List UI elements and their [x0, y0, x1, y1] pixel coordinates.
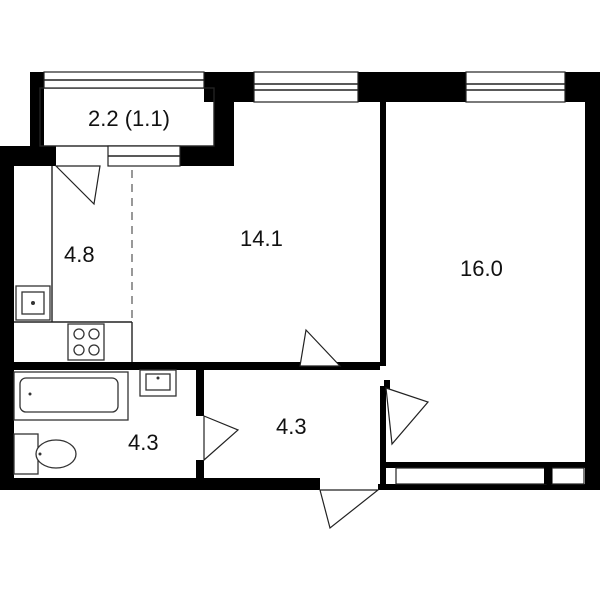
bathroom-door	[203, 415, 240, 462]
window-balcony	[43, 71, 205, 89]
kitchen-sink	[15, 285, 51, 321]
kitchen-fixtures	[15, 285, 105, 361]
bathtub	[13, 371, 129, 421]
balcony-door-opening	[107, 145, 181, 167]
interior-walls	[14, 87, 586, 485]
bedroom-door	[385, 387, 430, 446]
window-bedroom	[465, 71, 566, 103]
bathroom-fixtures	[13, 369, 177, 475]
bathroom-area-label: 4.3	[128, 430, 159, 455]
entrance-door	[319, 489, 380, 530]
balcony-area-label: 2.2 (1.1)	[88, 106, 170, 131]
toilet	[13, 433, 77, 475]
stove	[67, 323, 105, 361]
bedroom-area-label: 16.0	[460, 256, 503, 281]
kitchen-area-label: 4.8	[64, 242, 95, 267]
exterior-walls	[0, 72, 600, 490]
doors	[54, 165, 430, 530]
window-living	[253, 71, 359, 103]
hall-area-label: 4.3	[276, 414, 307, 439]
windows	[43, 71, 566, 167]
living-area-label: 14.1	[240, 226, 283, 251]
living-door	[299, 328, 342, 367]
room-labels: 2.2 (1.1) 4.8 14.1 16.0 4.3 4.3	[64, 106, 503, 455]
balcony-door	[54, 165, 101, 206]
bathroom-sink	[139, 369, 177, 397]
